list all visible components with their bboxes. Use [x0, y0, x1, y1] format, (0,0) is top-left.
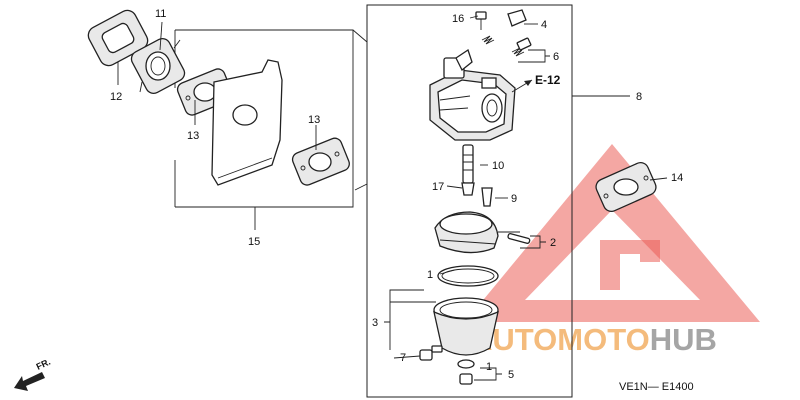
- callout-1-lower: 1: [486, 361, 492, 373]
- air-guide-group-box: [175, 29, 354, 208]
- callout-4: 4: [541, 19, 547, 31]
- callout-5: 5: [508, 369, 514, 381]
- main-jet-17: [461, 182, 475, 196]
- insulator-11: [130, 38, 186, 94]
- jet-9: [481, 187, 493, 207]
- main-nozzle-10: [462, 144, 474, 184]
- callout-13-upper: 13: [187, 130, 199, 142]
- callout-6: 6: [553, 51, 559, 63]
- callout-1-upper: 1: [427, 269, 433, 281]
- front-label: FR.: [35, 357, 52, 372]
- callout-8: 8: [636, 91, 642, 103]
- throttle-stop-4: [507, 9, 527, 27]
- spring-screw-6: [481, 35, 532, 57]
- callout-15: 15: [248, 236, 260, 248]
- carburetor-assembly-box: [366, 4, 573, 398]
- gasket-13-lower: [291, 137, 350, 186]
- watermark-logo: AUTOMOTOHUB: [465, 144, 760, 357]
- gasket-14: [595, 161, 657, 213]
- figure-code: VE1N— E1400: [619, 381, 694, 393]
- float-2: [434, 211, 531, 254]
- watermark-inner-mark-icon: [600, 240, 660, 290]
- callout-16: 16: [452, 13, 464, 25]
- gasket-12: [87, 9, 149, 67]
- callout-2: 2: [550, 237, 556, 249]
- callout-3: 3: [372, 317, 378, 329]
- callout-9: 9: [511, 193, 517, 205]
- carburetor-body: [429, 48, 516, 141]
- callout-10: 10: [492, 160, 504, 172]
- leader-lines: [117, 15, 668, 381]
- callout-13-lower: 13: [308, 114, 320, 126]
- watermark-triangle-icon: [465, 144, 760, 322]
- float-chamber-3: [433, 297, 499, 356]
- reference-e12: E-12: [535, 73, 561, 87]
- drain-screw-7: [419, 345, 443, 361]
- callout-14: 14: [671, 172, 683, 184]
- front-arrow-icon: [14, 372, 45, 391]
- screw-16: [475, 11, 487, 30]
- bolt-5: [457, 359, 475, 385]
- watermark-text-part1: AUTOMOTO: [470, 322, 650, 357]
- o-ring-1: [437, 265, 499, 287]
- front-direction-indicator: FR.: [14, 357, 52, 391]
- svg-text:AUTOMOTOHUB: AUTOMOTOHUB: [470, 322, 717, 357]
- callout-17: 17: [432, 181, 444, 193]
- watermark-text-part2: HUB: [650, 322, 717, 357]
- callout-11: 11: [155, 8, 166, 20]
- callout-12: 12: [110, 91, 122, 103]
- callout-labels: 1 1 2 3 4 5 6 7 8 9 10 11 12 13 13 14 15…: [110, 8, 683, 381]
- callout-7: 7: [400, 352, 406, 364]
